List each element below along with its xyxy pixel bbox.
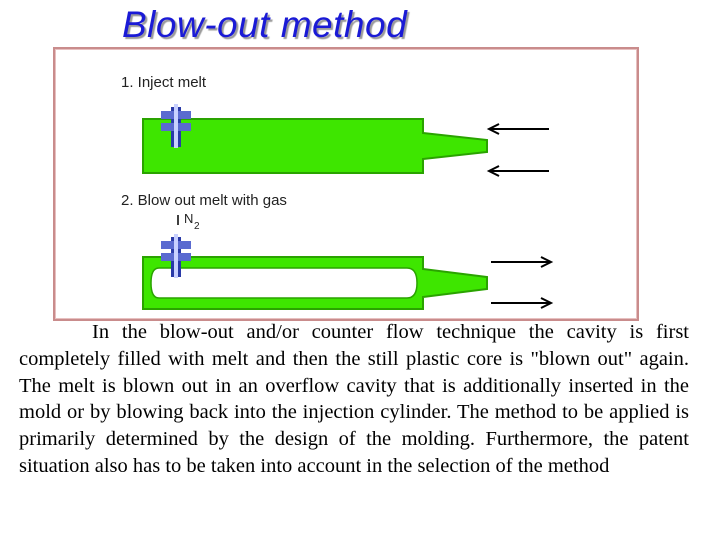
- description-paragraph: In the blow-out and/or counter flow tech…: [19, 321, 689, 477]
- gas-subscript: 2: [194, 221, 200, 232]
- step2-label: 2. Blow out melt with gas: [121, 192, 287, 209]
- gas-bubble: [150, 267, 418, 299]
- slide-title: Blow-out method: [122, 4, 408, 45]
- diagram-canvas: 1. Inject melt 2. Blow out melt with gas…: [121, 74, 554, 310]
- melt-cavity-filled: [142, 118, 488, 174]
- gas-symbol: N: [184, 211, 193, 226]
- outflow-arrows: [491, 256, 554, 309]
- injection-nozzle-1: [161, 104, 191, 148]
- inflow-arrows: [486, 123, 549, 177]
- gas-label: N 2: [177, 211, 200, 232]
- step1-label: 1. Inject melt: [121, 74, 207, 91]
- injection-nozzle-2: [161, 234, 191, 278]
- blow-out-diagram: 1. Inject melt 2. Blow out melt with gas…: [53, 47, 639, 321]
